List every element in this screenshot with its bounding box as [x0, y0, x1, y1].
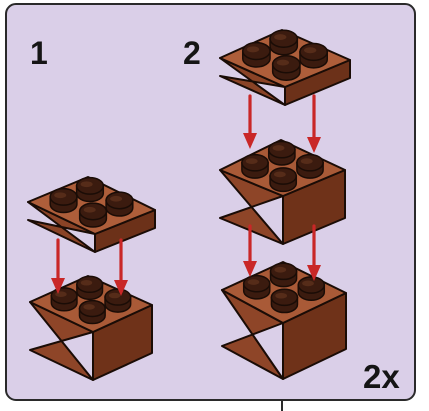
step-1-plate — [27, 176, 156, 253]
stud — [296, 153, 324, 179]
down-arrow-icon — [307, 224, 321, 281]
stud — [241, 153, 269, 179]
down-arrow-icon — [114, 238, 128, 296]
stud — [269, 167, 298, 193]
cut-mark — [281, 401, 283, 411]
step-1-brick — [29, 275, 153, 381]
stud — [269, 262, 298, 288]
stud — [269, 29, 299, 56]
stud — [76, 275, 104, 301]
stud — [267, 140, 296, 166]
stud — [78, 202, 108, 228]
stud — [78, 299, 106, 325]
stud — [297, 276, 326, 301]
quantity-multiplier: 2x — [363, 358, 400, 395]
stud — [271, 55, 301, 81]
stud — [299, 42, 329, 69]
step-2-number: 2 — [183, 35, 201, 71]
stud — [242, 274, 271, 300]
stud — [104, 288, 132, 313]
down-arrow-icon — [51, 238, 65, 294]
step-2-plate — [219, 29, 351, 106]
down-arrow-icon — [243, 94, 257, 149]
step-1-number: 1 — [30, 35, 48, 71]
step-2-brick-lower — [221, 261, 347, 380]
stud — [270, 288, 299, 314]
down-arrow-icon — [307, 94, 321, 153]
step-2-brick-upper — [219, 139, 346, 245]
down-arrow-icon — [243, 224, 257, 277]
stud — [49, 187, 78, 214]
stud — [50, 287, 78, 312]
stud — [75, 176, 105, 203]
stud — [241, 41, 271, 68]
stud — [105, 191, 134, 217]
